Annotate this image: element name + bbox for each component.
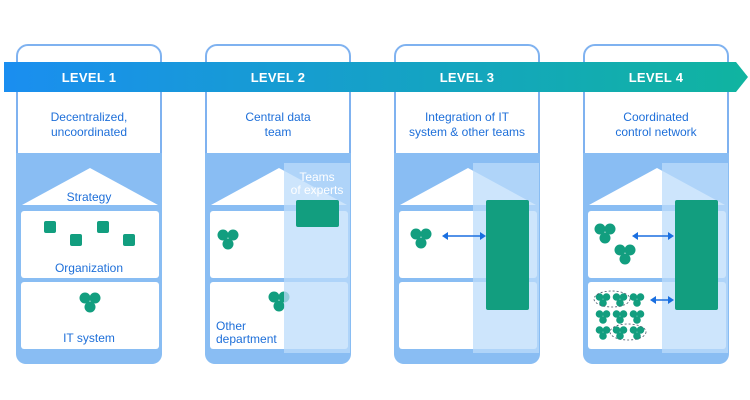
level-2-description: Central data team — [245, 110, 311, 139]
level-2-label: LEVEL 2 — [250, 70, 306, 85]
other-department-label: Other department — [216, 319, 277, 346]
it-system-label: IT system — [63, 331, 115, 345]
level-1-description: Decentralized, uncoordinated — [50, 110, 128, 139]
level-1-house — [21, 168, 159, 349]
level-4-description: Coordinated control network — [615, 110, 697, 139]
strategy-label: Strategy — [66, 190, 112, 204]
level-4-label: LEVEL 4 — [628, 70, 684, 85]
organization-label: Organization — [54, 261, 124, 275]
level-3-house — [399, 163, 539, 353]
level-3-description: Integration of IT system & other teams — [408, 110, 526, 139]
level-4-house — [588, 163, 728, 353]
level-3-label: LEVEL 3 — [439, 70, 495, 85]
level-2-house — [210, 163, 350, 353]
teams-of-experts-label: Teams of experts — [290, 170, 344, 197]
level-1-label: LEVEL 1 — [61, 70, 117, 85]
level-progression-arrow — [4, 62, 748, 92]
